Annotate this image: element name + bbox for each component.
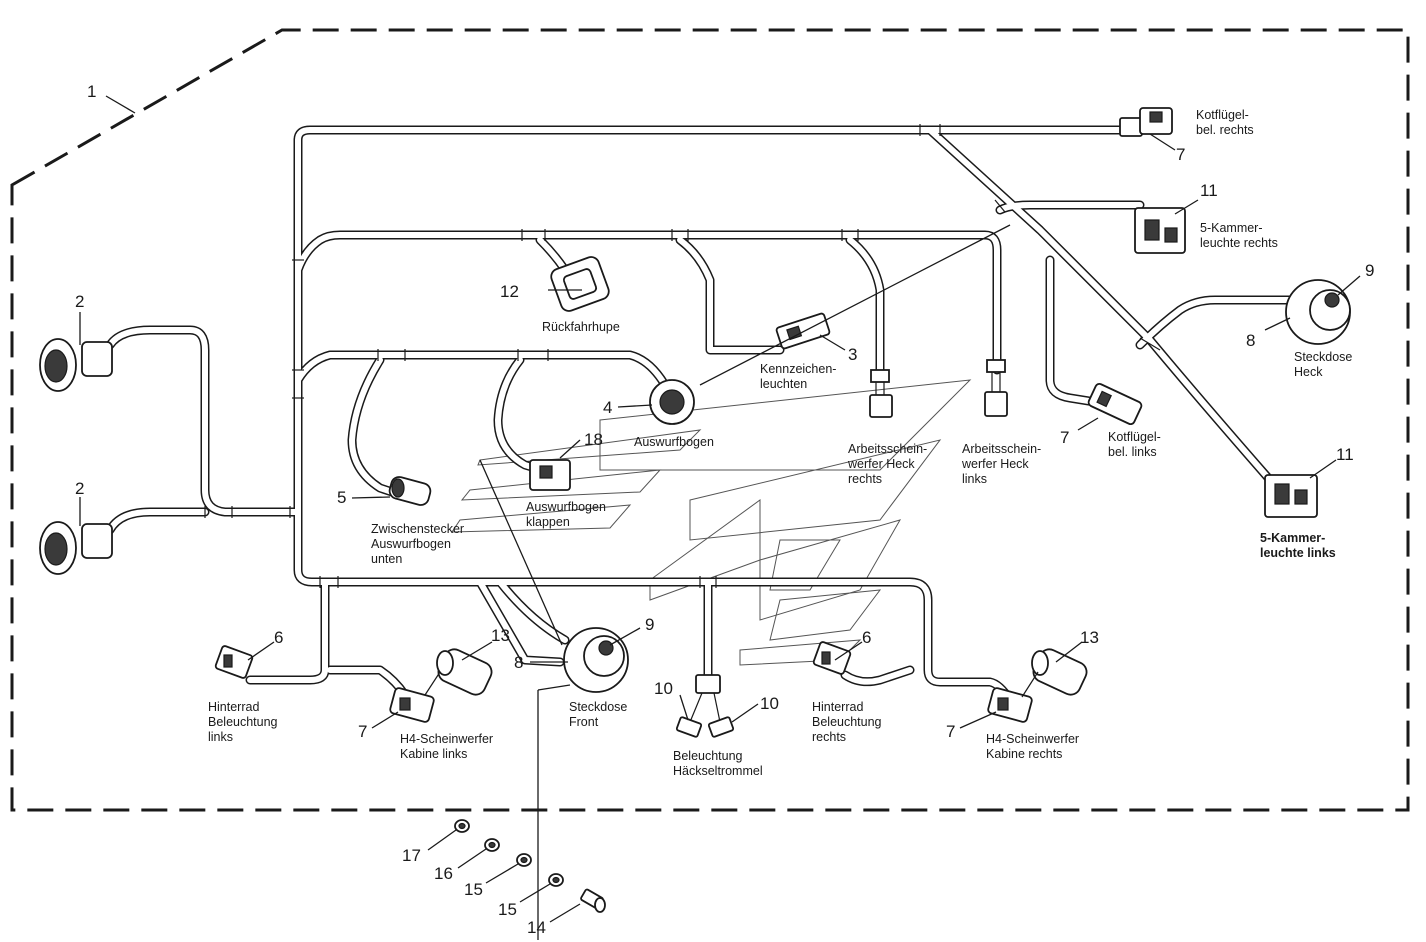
callout-6-left: 6 [274,628,283,647]
label-h4-rechts: H4-Scheinwerfer Kabine rechts [986,732,1083,761]
callout-2-top: 2 [75,292,84,311]
callout-10-left: 10 [654,679,673,698]
label-kennzeichen: Kennzeichen- leuchten [760,362,840,391]
label-auswurf-klappen: Auswurfbogen klappen [526,500,609,529]
connector-arbeits-rechts [869,369,893,418]
callout-13-right: 13 [1080,628,1099,647]
label-kotfluegel-rechts: Kotflügel- bel. rechts [1196,108,1254,137]
callout-3: 3 [848,345,857,364]
callout-4: 4 [603,398,612,417]
callout-17: 17 [402,846,421,865]
label-hinterrad-rechts: Hinterrad Beleuchtung rechts [812,700,885,744]
callout-6-right: 6 [862,628,871,647]
connector-6-left [214,645,254,679]
socket-9-heck [1285,279,1351,345]
callout-13-left: 13 [491,626,510,645]
label-haeckseltrommel: Beleuchtung Häckseltrommel [673,749,763,778]
branch-ticks [204,124,1161,588]
callout-7-kotfluegel-links: 7 [1060,428,1069,447]
connector-10-haeckseltrommel [675,674,735,738]
connector-18-auswurf-klappen [529,459,571,491]
leader-lines [79,95,1361,940]
callout-12: 12 [500,282,519,301]
callout-9-heck: 9 [1365,261,1374,280]
connector-7-h4-left [389,687,435,723]
label-steckdose-heck: Steckdose Heck [1294,350,1356,379]
callout-8-heck: 8 [1246,331,1255,350]
callout-5: 5 [337,488,346,507]
callout-15-b: 15 [498,900,517,919]
callout-11-right: 11 [1200,181,1218,200]
label-hinterrad-links: Hinterrad Beleuchtung links [208,700,281,744]
callout-10-right: 10 [760,694,779,713]
connector-3-kennzeichen [775,312,831,350]
assembly-frame [10,28,1410,812]
label-auswurfbogen: Auswurfbogen [634,435,714,449]
callout-9-front: 9 [645,615,654,634]
round-connector-bottom [39,521,113,575]
callout-8-front: 8 [514,653,523,672]
label-kammer-rechts: 5-Kammer- leuchte rechts [1200,221,1278,250]
callout-16: 16 [434,864,453,883]
callout-7-kotfluegel-rechts: 7 [1176,145,1185,164]
connector-7-kotfluegel-links [1087,382,1143,426]
callout-2-bottom: 2 [75,479,84,498]
callout-numbers: 1 2 2 7 11 9 8 12 3 4 18 7 11 5 6 13 9 8… [75,82,1374,937]
fastener-parts [454,819,606,913]
connector-7-top-right [1119,107,1173,137]
connector-6-right [812,641,852,675]
lamp-connector-11-right [1134,207,1186,254]
connector-5-zwischenstecker [388,476,432,506]
label-kotfluegel-links: Kotflügel- bel. links [1108,430,1164,459]
connector-arbeits-links [984,359,1008,417]
round-connector-top [39,338,113,392]
callout-1: 1 [87,82,96,101]
label-steckdose-front: Steckdose Front [569,700,631,729]
callout-14: 14 [527,918,546,937]
label-arbeits-links: Arbeitsschein- werfer Heck links [961,442,1045,486]
label-h4-links: H4-Scheinwerfer Kabine links [400,732,497,761]
label-kammer-links: 5-Kammer- leuchte links [1260,531,1336,560]
harness-trunks-inner [107,127,1293,703]
connector-7-h4-right [987,687,1033,723]
label-rueckfahrhupe: Rückfahrhupe [542,320,620,334]
horn-connector-12 [550,256,610,312]
socket-9-front [563,627,629,693]
callout-18: 18 [584,430,603,449]
label-arbeits-rechts: Arbeitsschein- werfer Heck rechts [847,442,931,486]
lamp-connector-11-left [1264,474,1318,518]
component-labels: Kotflügel- bel. rechts 5-Kammer- leuchte… [208,108,1356,778]
socket-4-auswurfbogen [649,379,695,425]
label-zwischenstecker: Zwischenstecker Auswurfbogen unten [371,522,468,566]
callout-7-h4-right: 7 [946,722,955,741]
callout-15-a: 15 [464,880,483,899]
watermark-logo [451,379,972,666]
h4-plug-13-right [1021,648,1088,698]
callout-7-h4-left: 7 [358,722,367,741]
callout-11-left: 11 [1336,445,1354,464]
h4-plug-13-left [424,648,493,696]
